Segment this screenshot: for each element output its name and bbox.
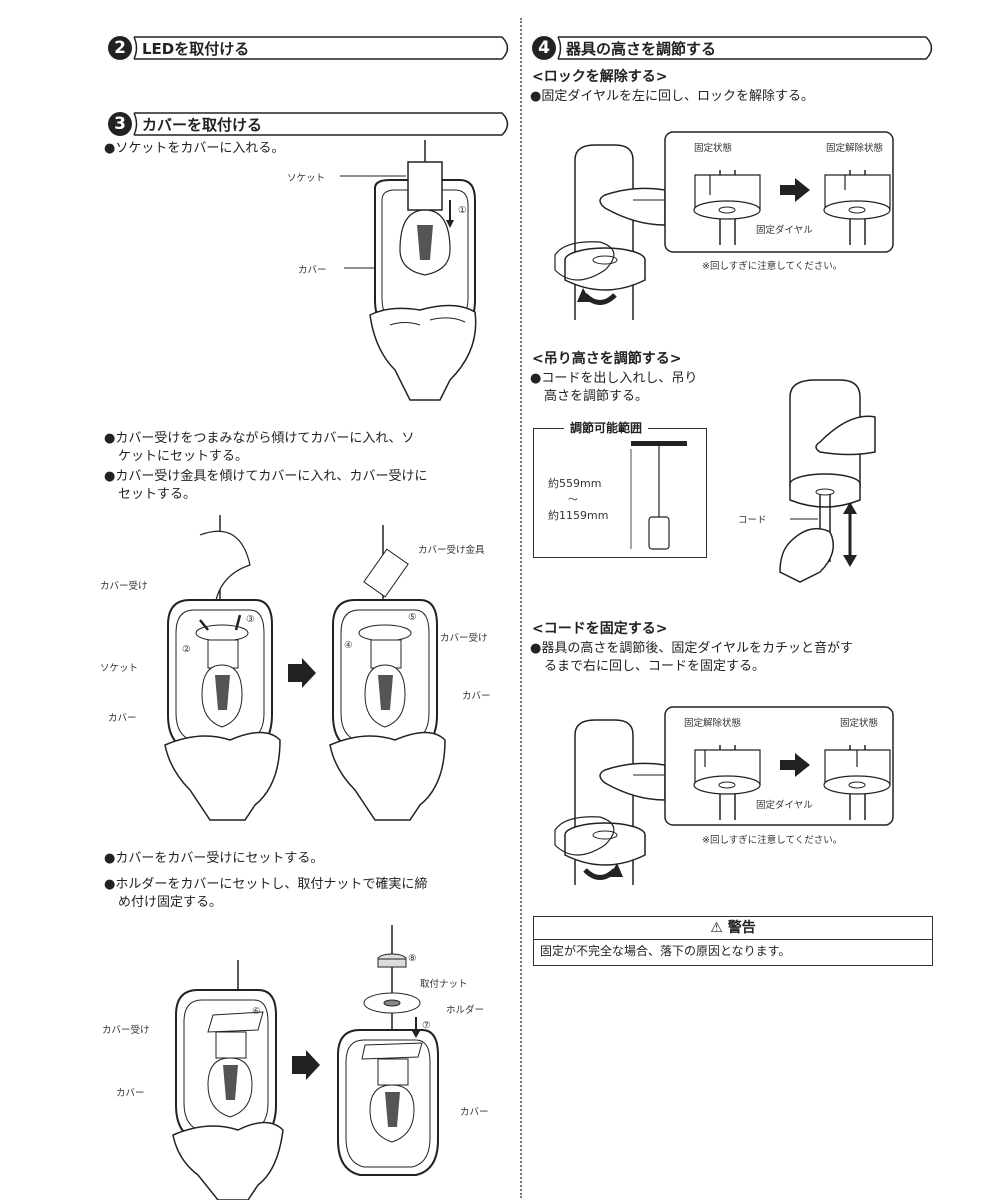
warning-body: 固定が不完全な場合、落下の原因となります。 [540,944,791,958]
label-unlocked: 固定解除状態 [684,718,742,729]
warning-title: 警告 [727,920,756,936]
section-number: 4 [532,36,556,60]
section-3-header: 3 カバーを取付ける [106,112,514,136]
label-locked: 固定状態 [694,143,733,154]
step-3-text-line3: め付け固定する。 [118,895,223,910]
step-marker: ⑥ [252,1006,261,1017]
figure-cover-receiver [164,515,281,821]
step-1-text: ●ソケットをカバーに入れる。 [104,141,285,156]
step-marker: ⑧ [408,953,417,964]
caution-note: ※回しすぎに注意してください。 [702,835,843,846]
warning-icon: ⚠ [710,920,723,936]
section-number: 2 [108,36,132,60]
figure-receiver-bracket [329,525,446,821]
step-marker: ⑦ [422,1020,431,1031]
label-cover-receiver: カバー受け [440,633,488,644]
section-header-frame [133,112,509,136]
section-header-frame [133,36,509,60]
step-marker: ⑤ [408,612,417,623]
height-heading: <吊り高さを調節する> [532,351,682,367]
figure-socket-into-cover [340,140,477,401]
warning-title-row: ⚠ 警告 [534,917,932,940]
step-3-text-line2: ●ホルダーをカバーにセットし、取付ナットで確実に締 [104,877,428,892]
label-socket: ソケット [100,663,139,674]
height-text-line2: 高さを調節する。 [544,389,649,404]
label-socket: ソケット [287,173,326,184]
label-receiver-bracket: カバー受け金具 [418,545,485,556]
warning-box: ⚠ 警告 固定が不完全な場合、落下の原因となります。 [533,916,933,966]
figure-cord-adjust [779,379,876,583]
label-cover-receiver: カバー受け [100,581,148,592]
range-max: 約1159mm [548,509,609,522]
column-divider [520,18,522,1198]
label-cover: カバー [298,265,327,276]
label-locked: 固定状態 [840,718,879,729]
range-min: 約559mm [548,477,602,490]
section-4-header: 4 器具の高さを調節する [530,36,938,60]
fix-text-line1: ●器具の高さを調節後、固定ダイヤルをカチッと音がす [530,641,853,656]
step-2-text-line2: ケットにセットする。 [118,449,249,464]
label-cover: カバー [108,713,137,724]
figure-fix-dial [554,706,894,885]
height-text-line1: ●コードを出し入れし、吊り [530,371,698,386]
unlock-heading: <ロックを解除する> [532,69,668,85]
arrow-right-icon [288,658,316,688]
adjustable-range-box: 調節可能範囲 約559mm 〜 約1159mm [533,419,707,558]
range-title: 調節可能範囲 [564,419,649,436]
step-marker: ② [182,644,191,655]
arrow-right-icon [292,1050,320,1080]
range-tilde: 〜 [568,495,578,506]
step-2-text-line4: セットする。 [118,487,197,502]
step-marker: ④ [344,640,353,651]
label-cord: コード [738,515,767,526]
label-dial: 固定ダイヤル [756,800,813,811]
caution-note: ※回しすぎに注意してください。 [702,261,843,272]
section-number: 3 [108,112,132,136]
step-marker: ③ [246,614,255,625]
section-title: カバーを取付ける [142,116,263,134]
label-cover: カバー [460,1107,489,1118]
label-unlocked: 固定解除状態 [826,143,884,154]
section-title: LEDを取付ける [142,40,250,58]
label-holder: ホルダー [446,1005,485,1016]
fix-heading: <コードを固定する> [532,621,668,637]
section-2-header: 2 LEDを取付ける [106,36,514,60]
label-cover: カバー [116,1088,145,1099]
unlock-text: ●固定ダイヤルを左に回し、ロックを解除する。 [530,89,814,104]
step-marker: ① [458,205,467,216]
figure-cover-set [172,960,284,1200]
label-cover-receiver: カバー受け [102,1025,150,1036]
section-header-frame [557,36,933,60]
step-2-text-line3: ●カバー受け金具を傾けてカバーに入れ、カバー受けに [104,469,428,484]
step-3-text-line1: ●カバーをカバー受けにセットする。 [104,851,324,866]
figure-holder-nut [337,925,439,1176]
label-nut: 取付ナット [420,979,468,990]
step-2-text-line1: ●カバー受けをつまみながら傾けてカバーに入れ、ソ [104,431,415,446]
figure-unlock-dial [554,131,894,320]
label-dial: 固定ダイヤル [756,225,813,236]
pendant-range-illustration [630,441,687,550]
label-cover: カバー [462,691,491,702]
fix-text-line2: るまで右に回し、コードを固定する。 [544,659,766,674]
section-title: 器具の高さを調節する [566,40,717,58]
